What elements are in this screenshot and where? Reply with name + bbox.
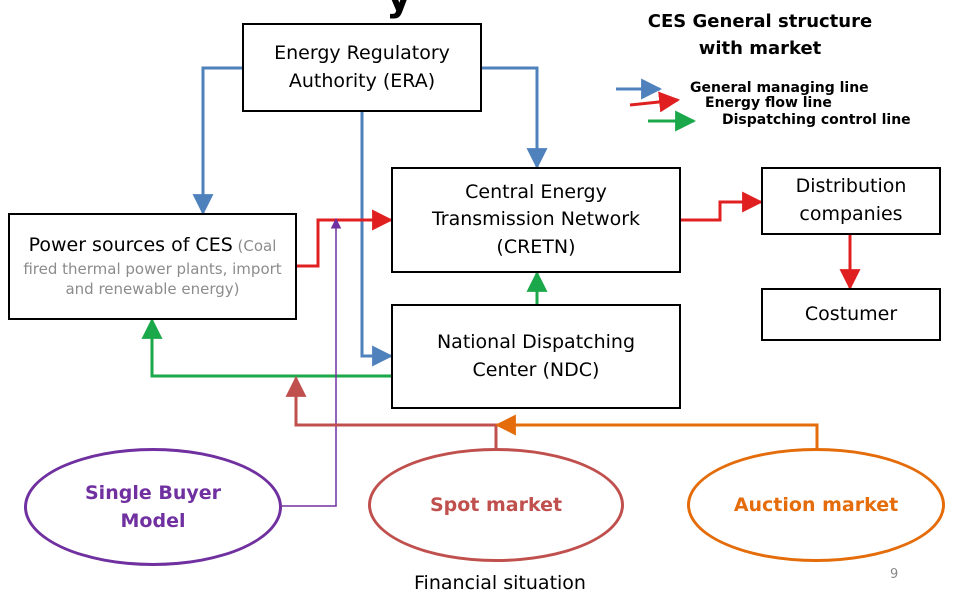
single-buyer-line-1: Single Buyer xyxy=(85,481,221,504)
energy-line-power-to-cretn xyxy=(297,209,394,268)
energy-line-cretn-to-distribution xyxy=(681,191,764,222)
title-fragment: y xyxy=(386,0,412,20)
era-box: Energy Regulatory Authority (ERA) xyxy=(242,23,482,112)
single-buyer-ellipse: Single Buyer Model xyxy=(24,448,282,566)
footer-caption: Financial situation xyxy=(414,572,586,594)
cretn-box: Central Energy Transmission Network (CRE… xyxy=(391,167,681,273)
managing-line-era-to-power xyxy=(192,66,242,216)
diagram-header: CES General structure with market xyxy=(632,8,888,62)
auction-market-label: Auction market xyxy=(733,493,899,516)
auction-market-line xyxy=(494,414,819,448)
spot-market-label: Spot market xyxy=(429,493,563,516)
customer-label: Costumer xyxy=(804,302,898,325)
legend-label-dispatching: Dispatching control line xyxy=(722,112,911,128)
cretn-line-3: (CRETN) xyxy=(496,235,576,258)
managing-line-era-to-cretn xyxy=(482,66,548,170)
distribution-line-2: companies xyxy=(799,203,903,225)
legend-label-managing: General managing line xyxy=(690,80,869,96)
era-line-2: Authority (ERA) xyxy=(288,69,436,92)
customer-box: Costumer xyxy=(761,288,941,341)
legend-arrow-energy xyxy=(629,91,681,113)
power-sources-title: Power sources of CES xyxy=(28,234,233,257)
auction-market-ellipse: Auction market xyxy=(687,448,945,562)
header-line-2: with market xyxy=(698,38,822,59)
managing-line-era-to-ndc xyxy=(360,112,394,367)
power-sources-note-1: (Coal xyxy=(232,237,277,256)
single-buyer-line xyxy=(282,217,342,507)
dispatch-line-ndc-to-power xyxy=(141,317,391,378)
power-sources-note-2: fired thermal power plants, import xyxy=(23,260,282,279)
cretn-line-1: Central Energy xyxy=(465,180,607,203)
power-sources-note-3: and renewable energy) xyxy=(65,280,240,299)
ndc-line-2: Center (NDC) xyxy=(472,358,600,381)
single-buyer-line-2: Model xyxy=(120,510,186,532)
power-sources-box: Power sources of CES (Coal fired thermal… xyxy=(8,213,297,320)
cretn-line-2: Transmission Network xyxy=(431,208,641,231)
ndc-line-1: National Dispatching xyxy=(436,330,636,353)
spot-market-ellipse: Spot market xyxy=(368,448,624,562)
distribution-line-1: Distribution xyxy=(795,175,907,198)
legend-label-energy: Energy flow line xyxy=(705,95,832,111)
header-line-1: CES General structure xyxy=(647,11,873,32)
ndc-box: National Dispatching Center (NDC) xyxy=(391,304,681,409)
spot-market-line xyxy=(285,375,498,448)
era-line-1: Energy Regulatory xyxy=(274,41,450,64)
page-number: 9 xyxy=(890,567,899,582)
distribution-box: Distribution companies xyxy=(761,167,941,235)
